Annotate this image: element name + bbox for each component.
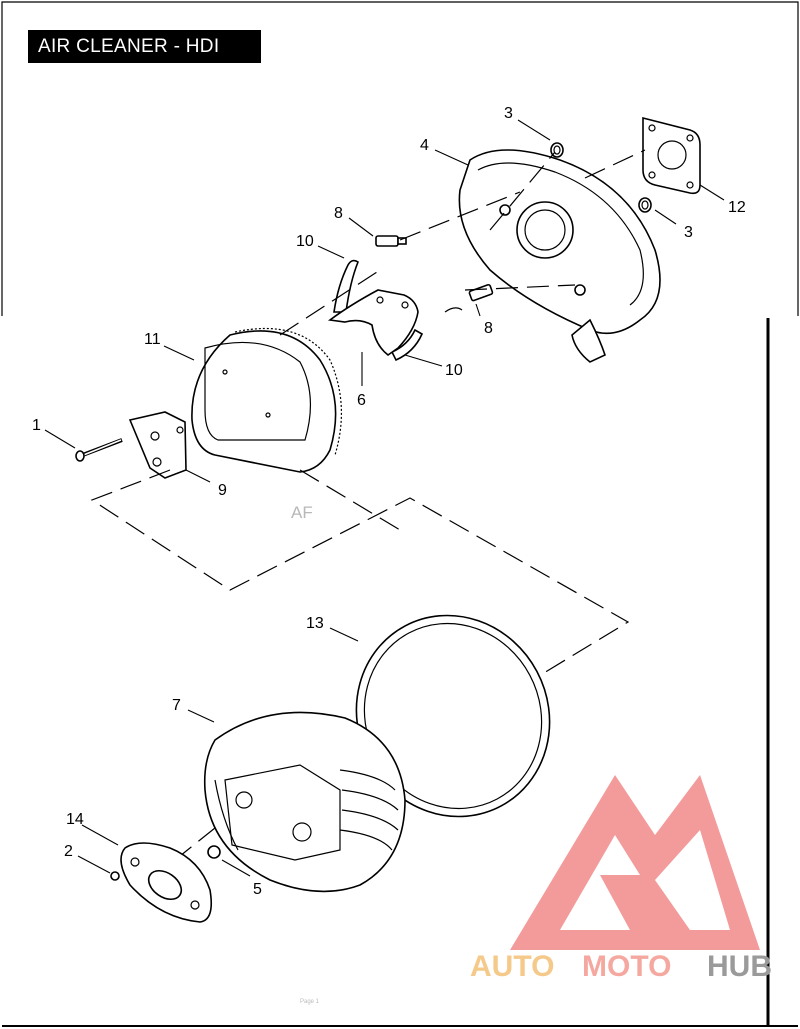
callout-4: 4 <box>420 137 429 154</box>
callout-2: 2 <box>64 843 73 860</box>
logo-notch <box>655 830 730 930</box>
callout-13: 13 <box>306 615 324 632</box>
part-screw <box>75 438 123 462</box>
frame-border <box>1 1 799 316</box>
part-seal-ring <box>355 614 551 818</box>
leader-lines <box>44 119 725 877</box>
part-bracket <box>327 289 419 356</box>
brand-hub: HUB <box>707 950 772 983</box>
callout-3-upper: 3 <box>504 105 513 122</box>
footer-text: Page 1 <box>300 999 320 1005</box>
callout-6: 6 <box>357 392 366 409</box>
callout-10-lower: 10 <box>445 362 463 379</box>
callout-5: 5 <box>253 881 262 898</box>
callout-9: 9 <box>218 482 227 499</box>
brand-wordmark: AUTO MOTO HUB <box>470 950 772 983</box>
part-breather-bolt-upper <box>375 235 407 247</box>
part-trim-screw <box>110 871 120 881</box>
brand-auto: AUTO <box>470 950 554 983</box>
brand-moto: MOTO <box>582 950 671 983</box>
watermark-fragment: AF <box>291 503 313 522</box>
page-title: AIR CLEANER - HDI <box>28 30 261 63</box>
part-gasket <box>642 116 701 195</box>
part-cover <box>203 711 406 893</box>
callout-7: 7 <box>172 697 181 714</box>
part-oring-lower <box>638 197 652 213</box>
callout-1: 1 <box>32 417 41 434</box>
logo-triangle-inner <box>560 835 640 930</box>
part-cover-screw <box>207 845 221 859</box>
callout-8-upper: 8 <box>334 205 343 222</box>
part-hose-lower <box>390 328 424 362</box>
part-trim-plate <box>120 842 213 923</box>
callout-8-lower: 8 <box>484 320 493 337</box>
callout-10-upper: 10 <box>296 233 314 250</box>
callout-labels: 1 2 3 3 4 5 6 7 8 8 9 10 10 11 12 13 14 <box>32 105 746 898</box>
part-mounting-bracket <box>128 411 187 479</box>
callout-11: 11 <box>144 331 161 348</box>
callout-3-lower: 3 <box>684 224 693 241</box>
part-backplate <box>458 149 661 363</box>
brand-logo <box>510 775 760 950</box>
callout-12: 12 <box>728 199 746 216</box>
callout-14: 14 <box>66 811 84 828</box>
part-filter-element <box>191 327 342 473</box>
part-breather-bolt-lower <box>444 283 494 313</box>
